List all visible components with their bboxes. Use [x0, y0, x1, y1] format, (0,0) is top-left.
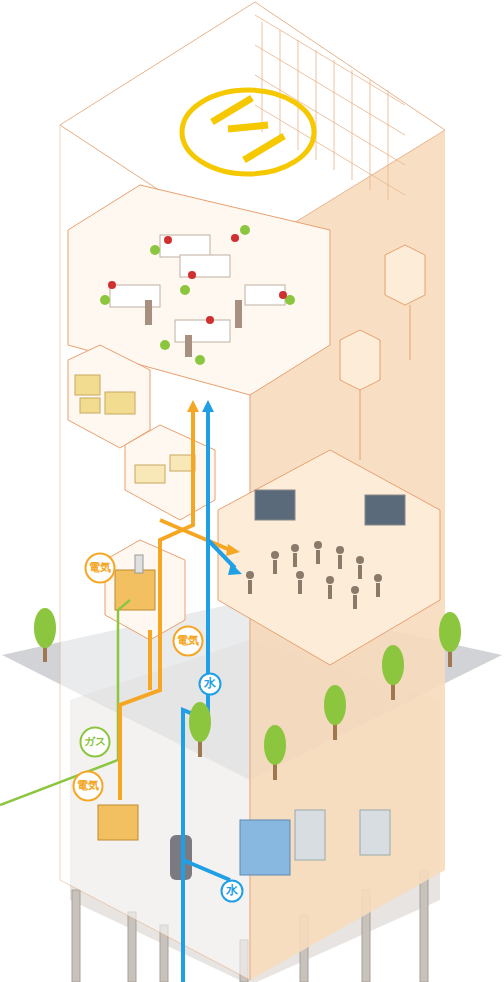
badge-label: 電気 [77, 780, 99, 792]
power-arrowhead [187, 400, 199, 412]
badge-label: 水 [204, 677, 216, 690]
trees [34, 608, 461, 780]
water-arrowhead [202, 400, 214, 412]
gas-line [0, 600, 130, 805]
badge-circle: 電気 [172, 625, 204, 657]
badge-circle: 電気 [72, 770, 104, 802]
basement-equipment [98, 805, 390, 880]
power-lines [120, 410, 230, 800]
badge-label: 水 [226, 884, 238, 897]
badge-label: 電気 [89, 562, 111, 574]
power-arrowhead [226, 544, 240, 556]
badge-circle: ガス [79, 726, 111, 758]
event-hall [218, 450, 440, 665]
storage-room [68, 345, 150, 448]
badge-circle: 電気 [84, 552, 116, 584]
water-arrowhead [228, 563, 242, 575]
badge-circle: 水 [220, 879, 244, 903]
elevators [340, 245, 425, 460]
badge-label: 電気 [177, 635, 199, 647]
badge-label: ガス [84, 736, 106, 748]
bed-room [125, 425, 215, 520]
helipad [182, 90, 314, 174]
badge-circle: 水 [198, 672, 222, 696]
